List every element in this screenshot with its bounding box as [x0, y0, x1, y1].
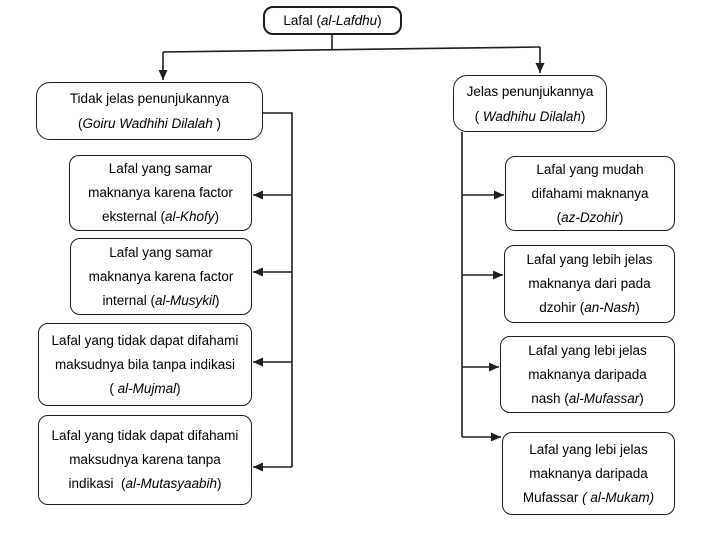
- node-label-line: maksudnya karena tanpa: [69, 452, 221, 467]
- node-label-line: Lafal yang mudah: [536, 161, 644, 177]
- node-root-label: Lafal (al-Lafdhu): [283, 12, 382, 28]
- node-right-child-3: Lafal yang lebi jelas maknanya daripada …: [500, 336, 675, 413]
- node-right-child-2: Lafal yang lebih jelas maknanya dari pad…: [504, 245, 675, 323]
- node-label-line: difahami maknanya: [531, 185, 649, 201]
- node-label-line: maknanya karena factor: [88, 268, 234, 284]
- node-label-line: indikasi (al-Mutasyaabih): [68, 476, 222, 491]
- node-right-child-1: Lafal yang mudah difahami maknanya (az-D…: [505, 156, 675, 231]
- node-label-line: Lafal yang lebih jelas: [526, 252, 653, 267]
- node-label-line: Lafal yang lebi jelas: [528, 342, 647, 358]
- node-label-line: Lafal yang lebi jelas: [529, 441, 648, 457]
- node-label-line: Mufassar ( al-Mukam): [522, 489, 655, 505]
- node-label-line: maknanya daripada: [529, 465, 648, 481]
- node-left-header: Tidak jelas penunjukannya (Goiru Wadhihi…: [36, 82, 263, 140]
- node-label-line: maknanya dari pada: [528, 276, 651, 291]
- node-label-line: dzohir (an-Nash): [539, 300, 640, 315]
- node-label-line: maksudnya bila tanpa indikasi: [54, 356, 236, 372]
- node-root: Lafal (al-Lafdhu): [263, 6, 402, 35]
- node-label-line: Tidak jelas penunjukannya: [69, 91, 230, 106]
- node-right-child-4: Lafal yang lebi jelas maknanya daripada …: [502, 432, 675, 515]
- node-label-line: Lafal yang tidak dapat difahami: [51, 428, 239, 443]
- edge-branch-crossbar: [162, 46, 541, 53]
- node-left-child-2: Lafal yang samar maknanya karena factor …: [70, 238, 252, 315]
- node-label-line: maknanya daripada: [528, 366, 647, 382]
- node-left-child-1: Lafal yang samar maknanya karena factor …: [69, 155, 252, 231]
- node-left-child-4: Lafal yang tidak dapat difahami maksudny…: [38, 415, 252, 505]
- node-right-header: Jelas penunjukannya ( Wadhihu Dilalah): [453, 75, 607, 132]
- node-label-line: ( al-Mujmal): [109, 380, 181, 396]
- node-label-line: Jelas penunjukannya: [466, 83, 594, 99]
- node-label-line: Lafal yang samar: [108, 161, 213, 176]
- node-label-line: internal (al-Musykil): [102, 292, 220, 308]
- node-label-line: Lafal yang tidak dapat difahami: [51, 332, 239, 348]
- node-left-child-3: Lafal yang tidak dapat difahami maksudny…: [38, 323, 252, 406]
- node-label-line: Lafal yang samar: [109, 244, 213, 260]
- node-label-line: nash (al-Mufassar): [531, 390, 644, 406]
- edge-left-trunk: [263, 112, 293, 467]
- node-label-line: (az-Dzohir): [556, 209, 624, 225]
- node-label-line: maknanya karena factor: [88, 185, 233, 200]
- node-label-line: ( Wadhihu Dilalah): [474, 108, 586, 124]
- node-label-line: (Goiru Wadhihi Dilalah ): [77, 116, 222, 131]
- node-label-line: eksternal (al-Khofy): [101, 209, 220, 224]
